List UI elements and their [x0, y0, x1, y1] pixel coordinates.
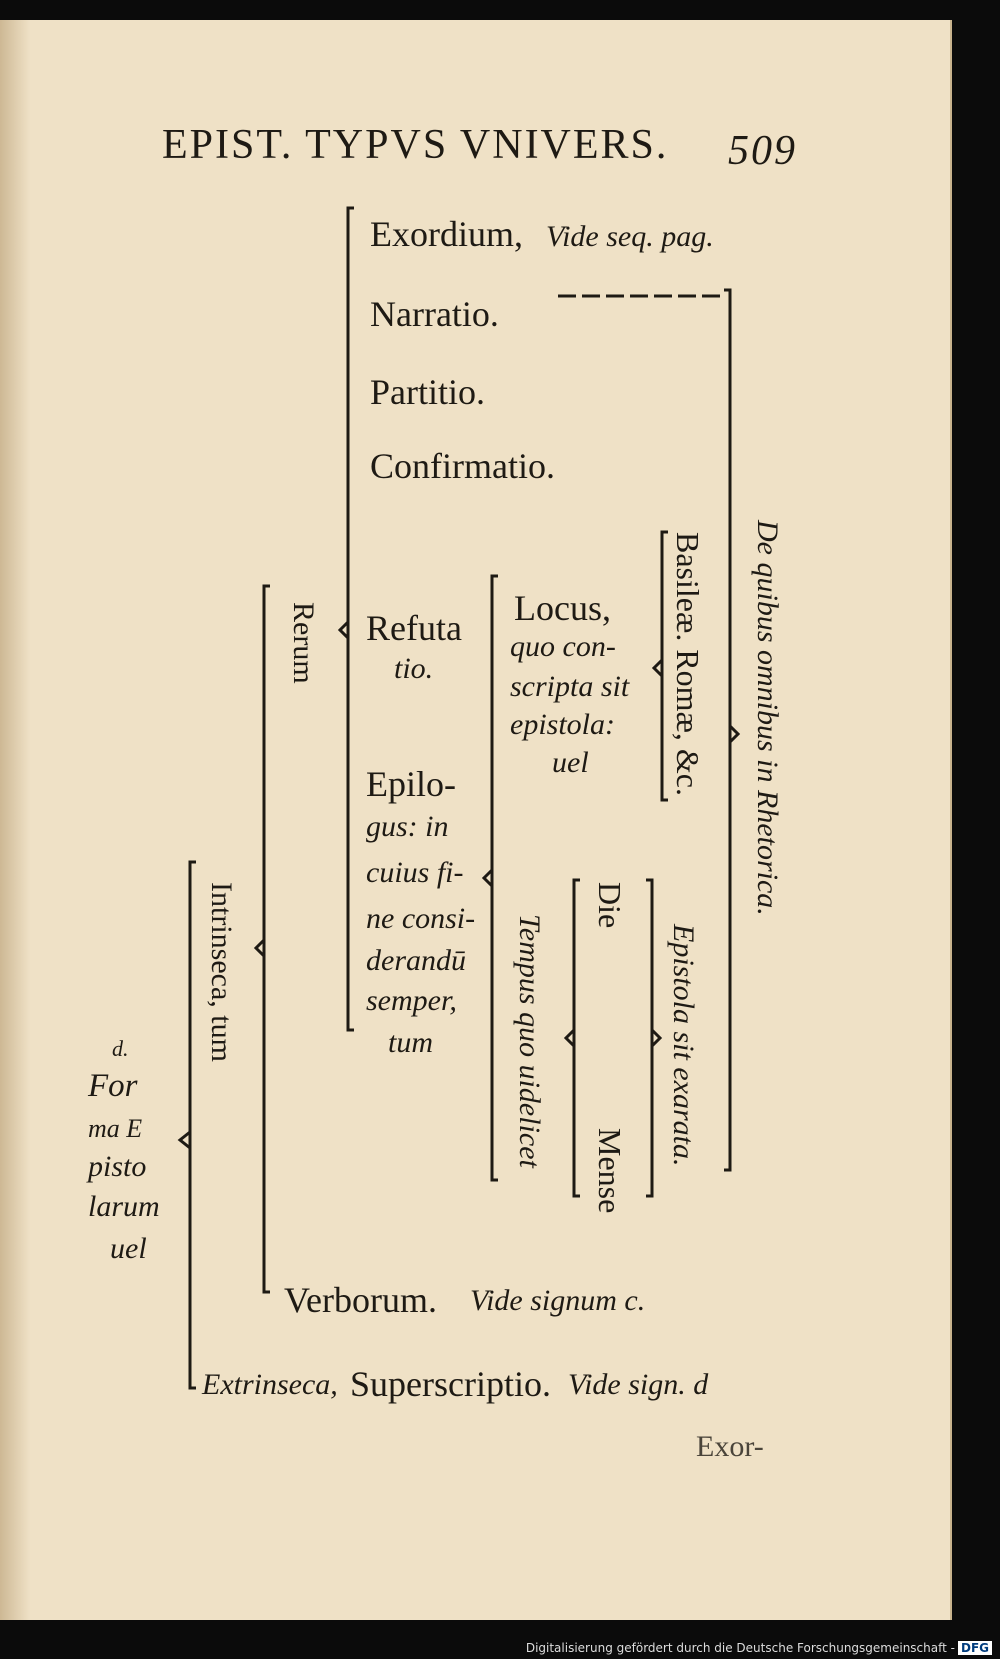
rerum-label: Rerum	[287, 602, 320, 684]
die-label: Die	[592, 882, 628, 929]
narratio-label: Narratio.	[370, 294, 499, 334]
epilogus-line-4: ne consi-	[366, 902, 476, 935]
refutatio-label-1: Refuta	[366, 608, 462, 648]
locus-line-1: Locus,	[514, 588, 611, 628]
exordium-ref: Vide seq. pag.	[546, 220, 714, 253]
epilogus-line-6: semper,	[366, 984, 457, 1017]
epistola-exarata-label: Epistola sit exarata.	[667, 924, 700, 1167]
epilogus-line-2: gus: in	[366, 810, 449, 843]
locus-line-4: epistola:	[510, 708, 615, 741]
locus-examples: Basileæ. Romæ, &c.	[670, 532, 706, 796]
locus-line-3: scripta sit	[510, 670, 630, 703]
root-title-3: pisto	[88, 1150, 147, 1183]
superscriptio-label: Superscriptio.	[350, 1364, 551, 1404]
brace-lines	[177, 206, 741, 1390]
intrinseca-label: Intrinseca, tum	[205, 882, 238, 1062]
extrinseca-label: Extrinseca,	[202, 1368, 338, 1401]
root-title-2: ma E	[88, 1114, 143, 1143]
extrinseca-ref: Vide sign. d	[568, 1368, 709, 1401]
book-page: EPIST. TYPVS VNIVERS. 509 d. For ma E pi…	[0, 20, 952, 1620]
root-title-1: For	[88, 1068, 138, 1104]
root-title-5: uel	[110, 1232, 147, 1265]
dfg-logo: DFG	[957, 1641, 992, 1655]
root-title-4: larum	[88, 1190, 160, 1223]
page-gutter	[0, 20, 30, 1620]
verborum-label: Verborum.	[284, 1280, 437, 1320]
digitization-credit: Digitalisierung gefördert durch die Deut…	[526, 1641, 992, 1655]
page-number: 509	[728, 128, 797, 174]
locus-line-5: uel	[552, 746, 589, 779]
credit-text: Digitalisierung gefördert durch die Deut…	[525, 1641, 955, 1655]
running-title: EPIST. TYPVS VNIVERS.	[162, 122, 669, 168]
mense-label: Mense	[592, 1128, 628, 1214]
signature-mark: d.	[112, 1036, 129, 1061]
partitio-label: Partitio.	[370, 372, 485, 412]
locus-line-2: quo con-	[510, 630, 616, 663]
refutatio-label-2: tio.	[394, 652, 434, 685]
tempus-label: Tempus quo uidelicet	[513, 914, 546, 1168]
confirmatio-label: Confirmatio.	[370, 446, 555, 486]
catchword: Exor-	[696, 1430, 764, 1463]
verborum-ref: Vide signum c.	[470, 1284, 646, 1317]
epilogus-line-7: tum	[388, 1026, 433, 1059]
epilogus-line-5: derandū	[366, 944, 466, 977]
epilogus-line-1: Epilo-	[366, 764, 456, 804]
exordium-label: Exordium,	[370, 214, 523, 254]
epilogus-line-3: cuius fi-	[366, 856, 464, 889]
de-quibus-label: De quibus omnibus in Rhetorica.	[751, 520, 784, 916]
